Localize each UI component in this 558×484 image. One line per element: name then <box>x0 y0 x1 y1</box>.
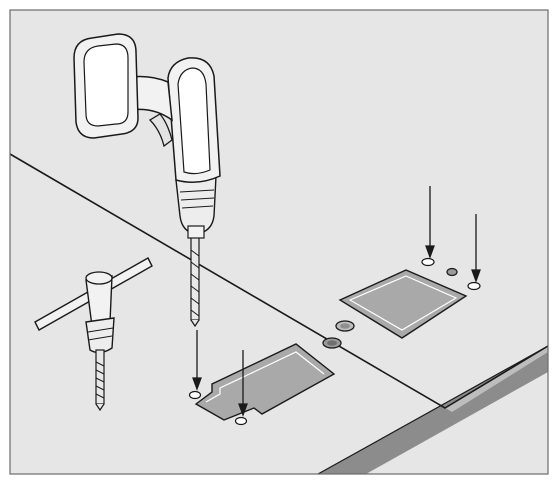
cutout-right-recess <box>338 269 468 339</box>
hole-5-inner <box>327 340 337 346</box>
cutout-right <box>338 269 468 339</box>
drill-collar <box>187 225 205 239</box>
tap-icon <box>95 349 105 412</box>
tap-wrench-icon <box>34 257 153 412</box>
hole-6 <box>188 390 202 400</box>
drill-chuck <box>175 175 217 235</box>
cutout-left <box>194 343 336 421</box>
holes <box>188 257 481 426</box>
hole-3 <box>467 281 481 291</box>
drill-icon <box>73 33 221 328</box>
hole-2 <box>446 267 458 277</box>
cutout-right-inner <box>348 275 458 331</box>
tap-wrench-chuck <box>85 317 115 354</box>
worktop-edge-highlight <box>445 346 548 412</box>
worktop-lower-surface <box>10 154 548 474</box>
arrow-2 <box>471 214 481 283</box>
cutout-left-recess <box>194 343 336 421</box>
arrow-4 <box>238 350 248 417</box>
worktop-edge-line <box>9 153 549 409</box>
arrow-3 <box>192 330 202 391</box>
edge-line-front <box>317 345 549 475</box>
frame-border <box>9 9 549 475</box>
hole-1 <box>421 257 435 267</box>
cutout-left-inner <box>205 351 325 403</box>
drill-bit-icon <box>190 235 200 328</box>
arrow-1 <box>425 186 435 259</box>
hole-7 <box>234 416 248 426</box>
arrows <box>192 186 481 417</box>
hole-4-inner <box>340 323 350 329</box>
